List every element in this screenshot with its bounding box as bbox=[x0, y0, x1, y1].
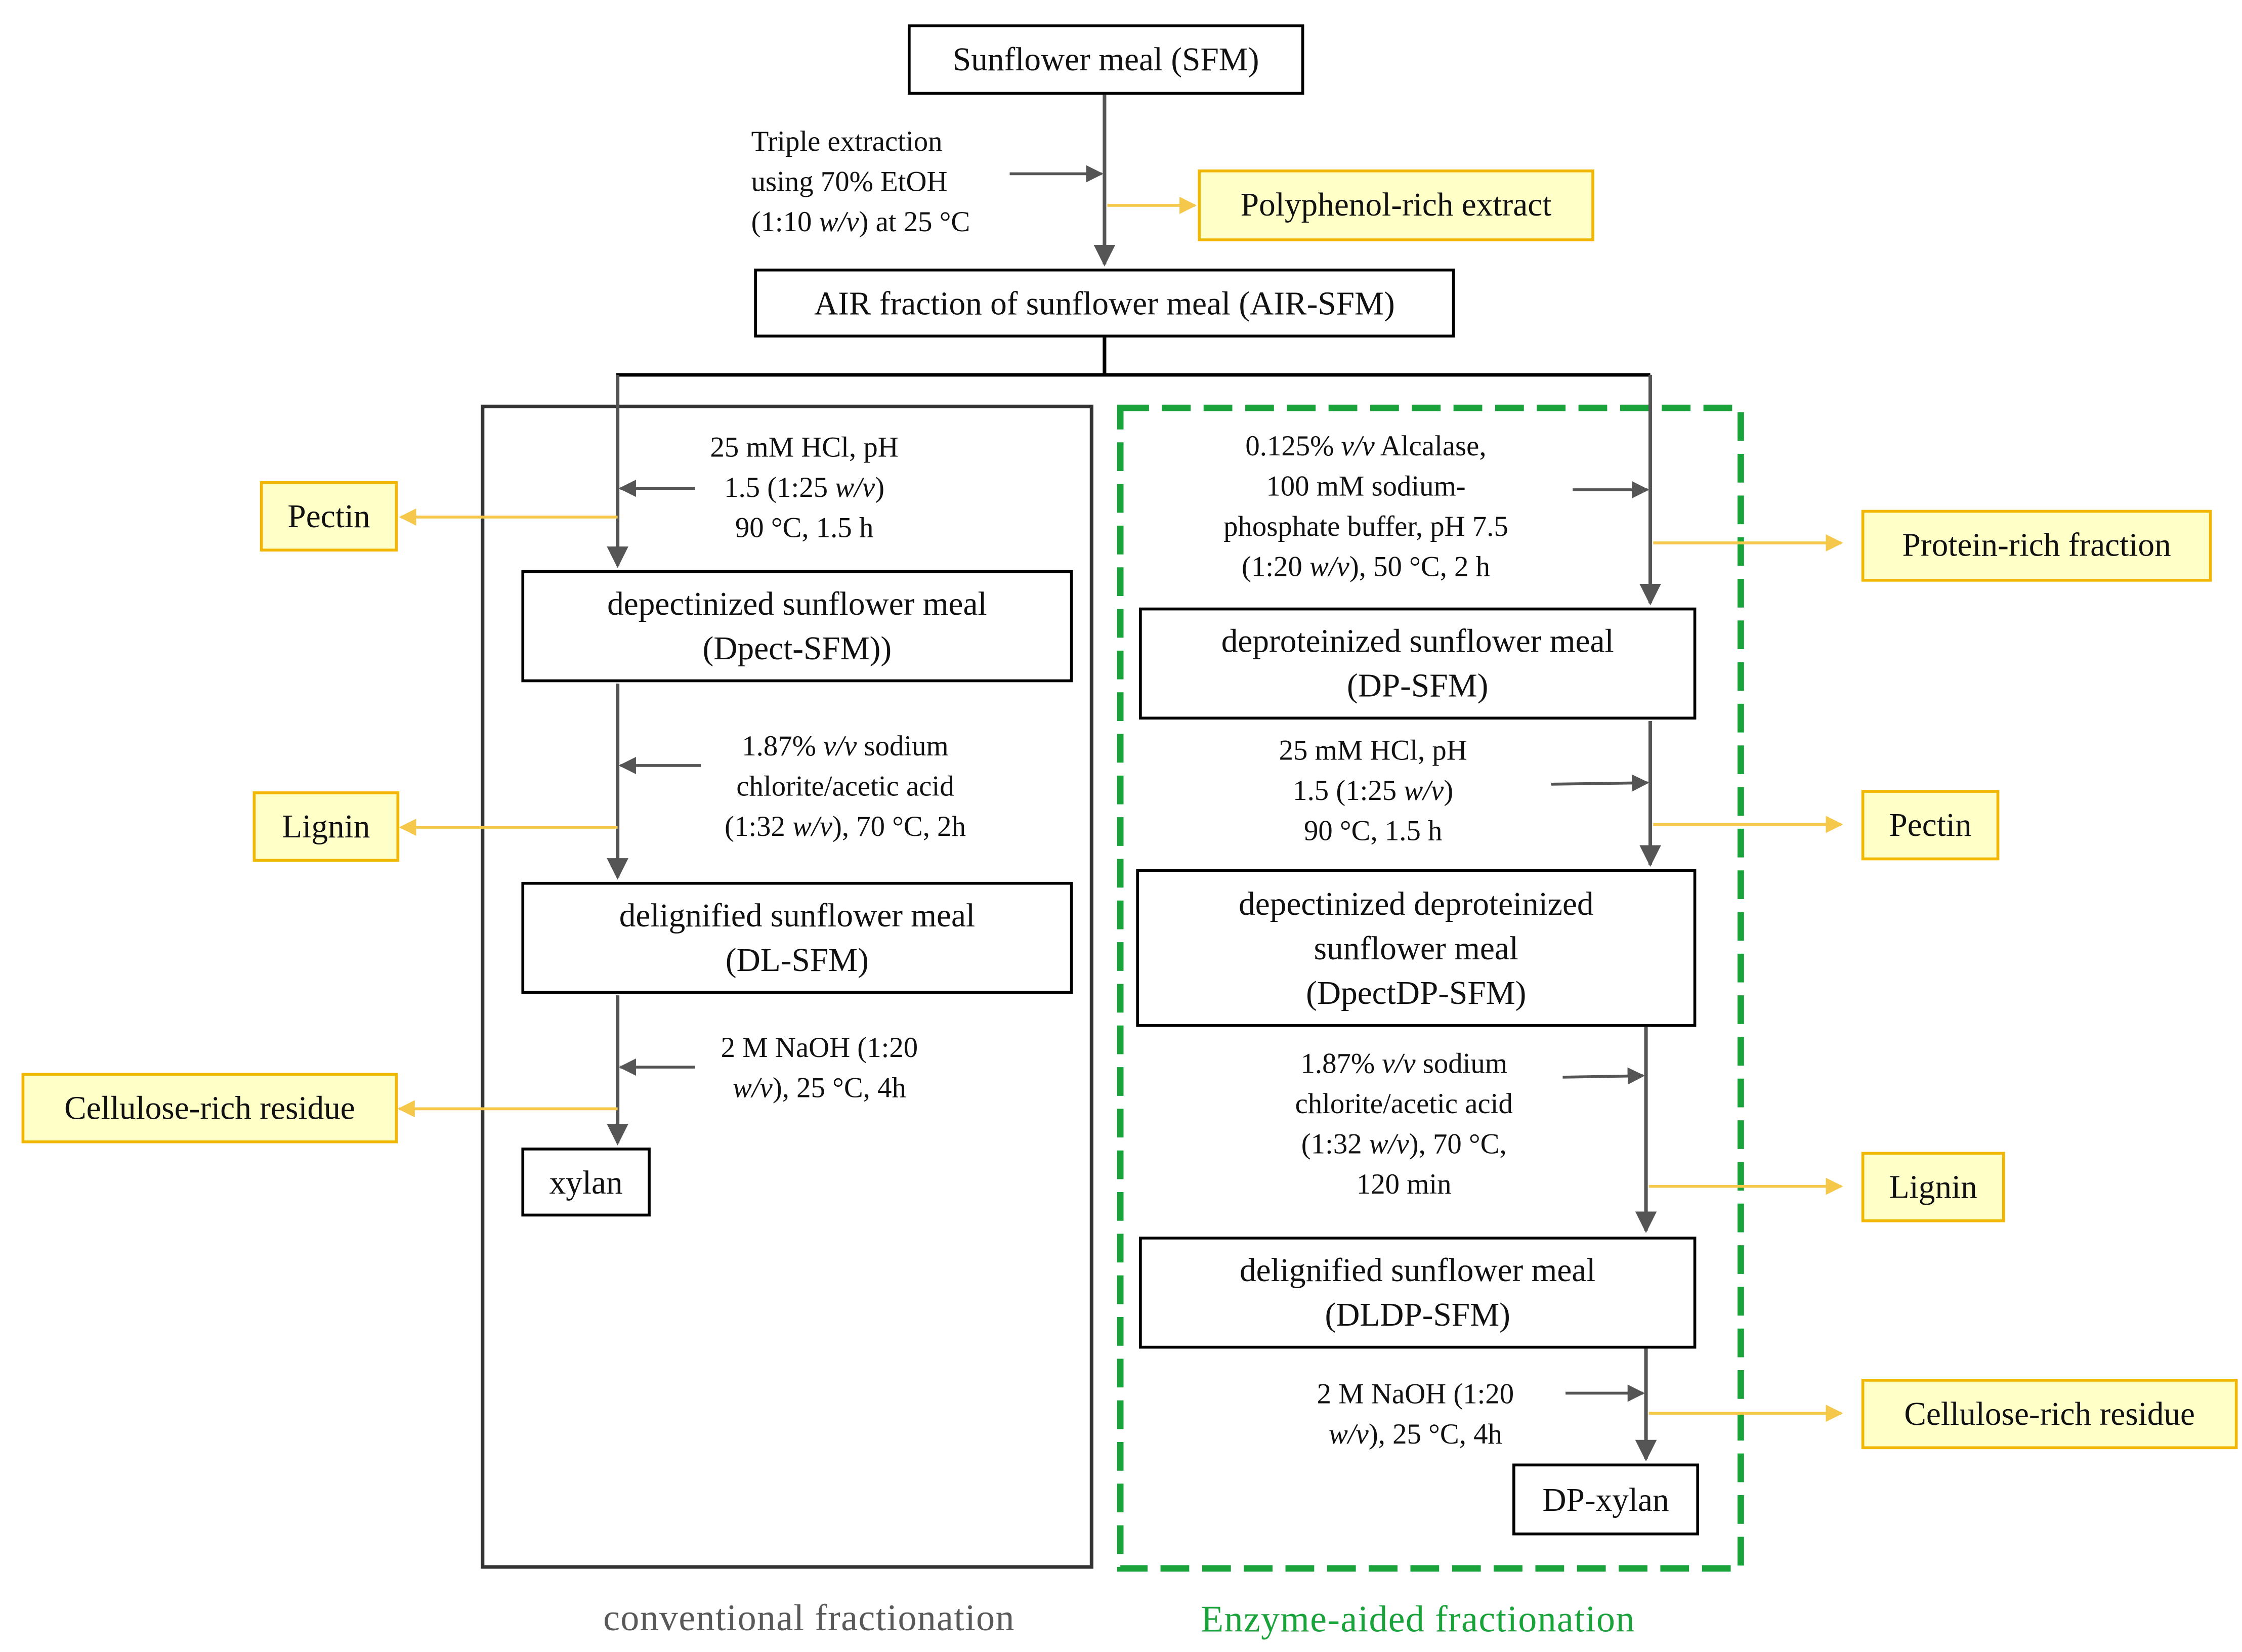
enzyme-caption: Enzyme-aided fractionation bbox=[1201, 1598, 1635, 1640]
sfm-box: Sunflower meal (SFM) bbox=[907, 24, 1304, 95]
conventional-panel-frame bbox=[481, 404, 1093, 1569]
enz-chlorite-step-text: 1.87% v/v sodium chlorite/acetic acid (1… bbox=[1250, 1044, 1558, 1205]
conv-chlorite-line-2: chlorite/acetic acid bbox=[736, 771, 954, 803]
enz-alcalase-line-2: 100 mM sodium- bbox=[1266, 471, 1466, 503]
enz-acid-line-1: 25 mM HCl, pH bbox=[1279, 735, 1467, 767]
dp-xylan-box: DP-xylan bbox=[1512, 1463, 1700, 1536]
dpect-sfm-line-2: (Dpect-SFM)) bbox=[702, 630, 892, 667]
cellulose-enz-label: Cellulose-rich residue bbox=[1904, 1395, 2195, 1431]
conv-chlorite-line-3: (1:32 w/v), 70 °C, 2h bbox=[725, 811, 966, 843]
enz-naoh-step-text: 2 M NaOH (1:20 w/v), 25 °C, 4h bbox=[1283, 1375, 1548, 1455]
cellulose-enz-box: Cellulose-rich residue bbox=[1861, 1379, 2238, 1450]
pectin-enz-box: Pectin bbox=[1861, 790, 2000, 861]
dpect-sfm-line-1: depectinized sunflower meal bbox=[607, 586, 987, 622]
conv-acid-line-2: 1.5 (1:25 w/v) bbox=[724, 472, 885, 504]
conv-chlorite-line-1: 1.87% v/v sodium bbox=[742, 731, 949, 763]
lignin-conv-label: Lignin bbox=[282, 808, 370, 844]
dldp-sfm-line-1: delignified sunflower meal bbox=[1239, 1252, 1596, 1289]
dpectdp-sfm-box: depectinized deproteinized sunflower mea… bbox=[1136, 869, 1697, 1027]
dpect-sfm-box: depectinized sunflower meal (Dpect-SFM)) bbox=[521, 570, 1073, 683]
enz-chlorite-line-4: 120 min bbox=[1356, 1169, 1452, 1201]
dl-sfm-line-1: delignified sunflower meal bbox=[619, 898, 976, 934]
dpectdp-sfm-line-1: depectinized deproteinized bbox=[1239, 885, 1594, 921]
conv-naoh-line-1: 2 M NaOH (1:20 bbox=[721, 1032, 918, 1065]
enzyme-panel-frame bbox=[1117, 404, 1744, 1572]
xylan-label: xylan bbox=[549, 1164, 623, 1200]
conv-acid-step-text: 25 mM HCl, pH 1.5 (1:25 w/v) 90 °C, 1.5 … bbox=[675, 428, 934, 548]
protein-fraction-label: Protein-rich fraction bbox=[1902, 527, 2171, 563]
conv-naoh-step-text: 2 M NaOH (1:20 w/v), 25 °C, 4h bbox=[687, 1028, 952, 1109]
pectin-conv-box: Pectin bbox=[260, 481, 398, 552]
enz-chlorite-line-2: chlorite/acetic acid bbox=[1295, 1088, 1513, 1121]
enz-acid-line-2: 1.5 (1:25 w/v) bbox=[1293, 775, 1454, 808]
enz-chlorite-input-arrow bbox=[1562, 1067, 1645, 1085]
dp-sfm-box: deproteinized sunflower meal (DP-SFM) bbox=[1139, 607, 1697, 720]
xylan-box: xylan bbox=[521, 1148, 651, 1217]
lignin-enz-box: Lignin bbox=[1861, 1152, 2005, 1222]
dpectdp-sfm-line-3: (DpectDP-SFM) bbox=[1306, 974, 1527, 1010]
enz-acid-line-3: 90 °C, 1.5 h bbox=[1303, 816, 1443, 848]
enz-alcalase-line-1: 0.125% v/v Alcalase, bbox=[1245, 431, 1487, 463]
cellulose-conv-box: Cellulose-rich residue bbox=[21, 1073, 398, 1143]
lignin-enz-label: Lignin bbox=[1889, 1168, 1977, 1205]
cellulose-conv-label: Cellulose-rich residue bbox=[64, 1089, 355, 1126]
air-sfm-label: AIR fraction of sunflower meal (AIR-SFM) bbox=[814, 285, 1395, 321]
extraction-line-2: using 70% EtOH bbox=[751, 166, 948, 198]
conv-acid-line-1: 25 mM HCl, pH bbox=[710, 432, 899, 464]
conventional-caption: conventional fractionation bbox=[603, 1597, 1015, 1639]
enz-acid-step-text: 25 mM HCl, pH 1.5 (1:25 w/v) 90 °C, 1.5 … bbox=[1244, 731, 1502, 852]
enz-naoh-line-2: w/v), 25 °C, 4h bbox=[1329, 1419, 1502, 1451]
enz-acid-input-arrow bbox=[1551, 774, 1649, 792]
pectin-enz-label: Pectin bbox=[1889, 806, 1972, 842]
sfm-label: Sunflower meal (SFM) bbox=[952, 41, 1259, 78]
pectin-conv-label: Pectin bbox=[287, 497, 370, 534]
dp-sfm-line-2: (DP-SFM) bbox=[1346, 667, 1489, 704]
enz-chlorite-line-1: 1.87% v/v sodium bbox=[1300, 1048, 1507, 1080]
polyphenol-extract-label: Polyphenol-rich extract bbox=[1240, 187, 1552, 223]
extraction-line-1: Triple extraction bbox=[751, 126, 943, 158]
dl-sfm-line-2: (DL-SFM) bbox=[725, 942, 869, 979]
enz-naoh-line-1: 2 M NaOH (1:20 bbox=[1317, 1379, 1514, 1411]
dpectdp-sfm-line-2: sunflower meal bbox=[1314, 929, 1518, 966]
enz-chlorite-line-3: (1:32 w/v), 70 °C, bbox=[1301, 1129, 1507, 1161]
dl-sfm-box: delignified sunflower meal (DL-SFM) bbox=[521, 881, 1073, 994]
dp-xylan-label: DP-xylan bbox=[1542, 1481, 1669, 1517]
dp-sfm-line-1: deproteinized sunflower meal bbox=[1221, 623, 1614, 659]
extraction-line-3: (1:10 w/v) at 25 °C bbox=[751, 206, 970, 239]
dldp-sfm-box: delignified sunflower meal (DLDP-SFM) bbox=[1139, 1237, 1697, 1349]
enz-alcalase-line-3: phosphate buffer, pH 7.5 bbox=[1223, 511, 1508, 543]
extraction-step-text: Triple extraction using 70% EtOH (1:10 w… bbox=[751, 122, 1024, 242]
enz-alcalase-step-text: 0.125% v/v Alcalase, 100 mM sodium- phos… bbox=[1178, 427, 1554, 587]
enz-alcalase-line-4: (1:20 w/v), 50 °C, 2 h bbox=[1241, 552, 1491, 583]
lignin-conv-box: Lignin bbox=[252, 791, 400, 862]
conv-chlorite-step-text: 1.87% v/v sodium chlorite/acetic acid (1… bbox=[684, 727, 1007, 847]
protein-fraction-box: Protein-rich fraction bbox=[1861, 510, 2212, 582]
dldp-sfm-line-2: (DLDP-SFM) bbox=[1325, 1297, 1510, 1333]
conv-naoh-line-2: w/v), 25 °C, 4h bbox=[732, 1073, 906, 1105]
conv-acid-line-3: 90 °C, 1.5 h bbox=[735, 513, 874, 544]
polyphenol-extract-box: Polyphenol-rich extract bbox=[1198, 169, 1594, 241]
air-sfm-box: AIR fraction of sunflower meal (AIR-SFM) bbox=[754, 268, 1455, 338]
